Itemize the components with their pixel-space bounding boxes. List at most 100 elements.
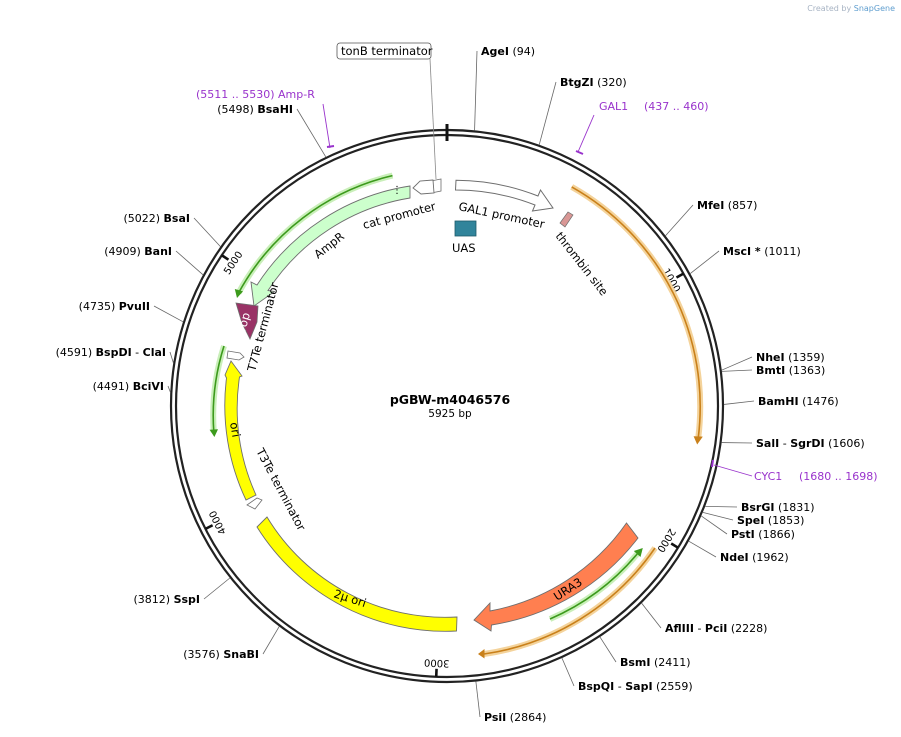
credit-prefix: Created by xyxy=(807,4,852,13)
orf-arc-orange-bottom-core xyxy=(483,547,656,655)
site-name: BmtI xyxy=(756,364,785,377)
site-pos: (1831) xyxy=(774,501,814,514)
site-pos: (4735) xyxy=(79,300,119,313)
primer-cyc1-line xyxy=(713,464,753,477)
site-name: MfeI xyxy=(697,199,724,212)
primer-cyc1-mark xyxy=(711,459,714,468)
primer-gal1-line xyxy=(577,114,595,153)
site-name2: SgrDI xyxy=(790,437,824,450)
site-name: BspQI xyxy=(578,680,614,693)
site-leader-2 xyxy=(665,204,694,236)
orf-arcs xyxy=(209,172,704,659)
site-name: BamHI xyxy=(758,395,799,408)
tick-mark-4000 xyxy=(204,524,214,531)
feature-thrombin-site xyxy=(559,211,574,228)
site-label-10: PstI (1866) xyxy=(731,528,795,541)
site-leader-13 xyxy=(599,636,617,663)
site-name: MscI * xyxy=(723,245,761,258)
site-leader-1 xyxy=(538,81,557,145)
site-pos: (2411) xyxy=(651,656,691,669)
site-leader-20 xyxy=(153,305,184,323)
orf-arc-green-left-core xyxy=(212,345,225,433)
site-dash: - xyxy=(779,437,790,450)
tick-label-2000: 2000 xyxy=(654,526,677,553)
site-pos: (2559) xyxy=(653,680,693,693)
site-pos: (3576) xyxy=(183,648,223,661)
feature-t3te xyxy=(246,497,263,510)
site-label-23: (5498) BsaHI xyxy=(217,103,293,116)
tonb-leader xyxy=(429,58,437,180)
site-pos: (1866) xyxy=(755,528,795,541)
orf-arc-green-bottom-core xyxy=(549,552,639,620)
site-name: NdeI xyxy=(720,551,749,564)
site-leader-8 xyxy=(705,505,738,508)
site-label-16: (3576) SnaBI xyxy=(183,648,259,661)
site-leader-lines xyxy=(153,50,755,718)
site-pos: (1962) xyxy=(749,551,789,564)
site-pos: (1359) xyxy=(785,351,825,364)
feature-t7te xyxy=(226,350,245,361)
site-name: BsmI xyxy=(620,656,651,669)
site-label-5: BmtI (1363) xyxy=(756,364,825,377)
uas-label: UAS xyxy=(452,241,476,255)
site-label-6: BamHI (1476) xyxy=(758,395,839,408)
orf-arc-green-bottom-head xyxy=(633,548,643,557)
tick-label-4000: 4000 xyxy=(208,508,229,536)
snapgene-credit: Created by SnapGene xyxy=(807,4,895,13)
ampr-dots: ⋮ xyxy=(392,185,402,196)
site-label-0: AgeI (94) xyxy=(481,45,535,58)
site-leader-11 xyxy=(688,540,717,558)
site-dash: - xyxy=(694,622,705,635)
orf-arc-green-left-head xyxy=(209,429,218,437)
site-leader-4 xyxy=(721,356,753,371)
site-leader-10 xyxy=(701,515,728,535)
credit-brand: SnapGene xyxy=(853,4,895,13)
orf-arc-orange-right-head xyxy=(693,436,703,445)
primer-gal1-range: (437 .. 460) xyxy=(644,100,709,113)
feature-2mu-ori xyxy=(256,516,458,632)
primer-gal1-mark xyxy=(575,150,584,155)
primer-ampr-line xyxy=(322,103,331,149)
site-leader-15 xyxy=(475,681,481,718)
site-name2: SapI xyxy=(625,680,652,693)
primer-gal1-name: GAL1 xyxy=(599,100,628,113)
site-name: AflIII xyxy=(665,622,694,635)
site-pos: (4909) xyxy=(104,245,144,258)
site-pos: (1476) xyxy=(799,395,839,408)
site-name: SnaBI xyxy=(223,648,259,661)
site-pos: (1011) xyxy=(761,245,801,258)
site-pos: (857) xyxy=(724,199,757,212)
site-name: BtgZI xyxy=(560,76,594,89)
primer-cyc1-range: (1680 .. 1698) xyxy=(799,470,878,483)
rop-label: rop xyxy=(234,311,253,333)
site-leader-19 xyxy=(169,351,174,364)
site-leader-22 xyxy=(193,217,221,247)
site-name: PvuII xyxy=(119,300,150,313)
primer-ampr-name: Amp-R xyxy=(278,88,315,101)
ori-label: ori xyxy=(227,421,243,438)
site-dash: - xyxy=(132,346,143,359)
site-label-13: BsmI (2411) xyxy=(620,656,691,669)
site-label-1: BtgZI (320) xyxy=(560,76,627,89)
feature-gal1-promoter xyxy=(454,179,554,212)
site-label-21: (4909) BanI xyxy=(104,245,172,258)
site-pos: (2228) xyxy=(727,622,767,635)
orf-arc-orange-right-core xyxy=(571,186,701,438)
site-leader-18 xyxy=(167,385,171,393)
site-leader-5 xyxy=(721,369,753,372)
site-name: NheI xyxy=(756,351,785,364)
site-pos: (3812) xyxy=(133,593,173,606)
tick-mark-5000 xyxy=(221,254,230,261)
site-name2: PciI xyxy=(705,622,727,635)
t3te-label: T3Te terminator xyxy=(253,445,309,533)
site-name: PsiI xyxy=(484,711,506,724)
feature-uas xyxy=(454,220,477,237)
site-label-4: NheI (1359) xyxy=(756,351,825,364)
feature-ori xyxy=(224,360,257,501)
site-name: PstI xyxy=(731,528,755,541)
restriction-site-labels: AgeI (94) BtgZI (320) MfeI (857) MscI * (10… xyxy=(56,45,865,724)
site-leader-16 xyxy=(262,626,280,655)
site-leader-3 xyxy=(690,250,720,274)
site-pos: (1853) xyxy=(764,514,804,527)
